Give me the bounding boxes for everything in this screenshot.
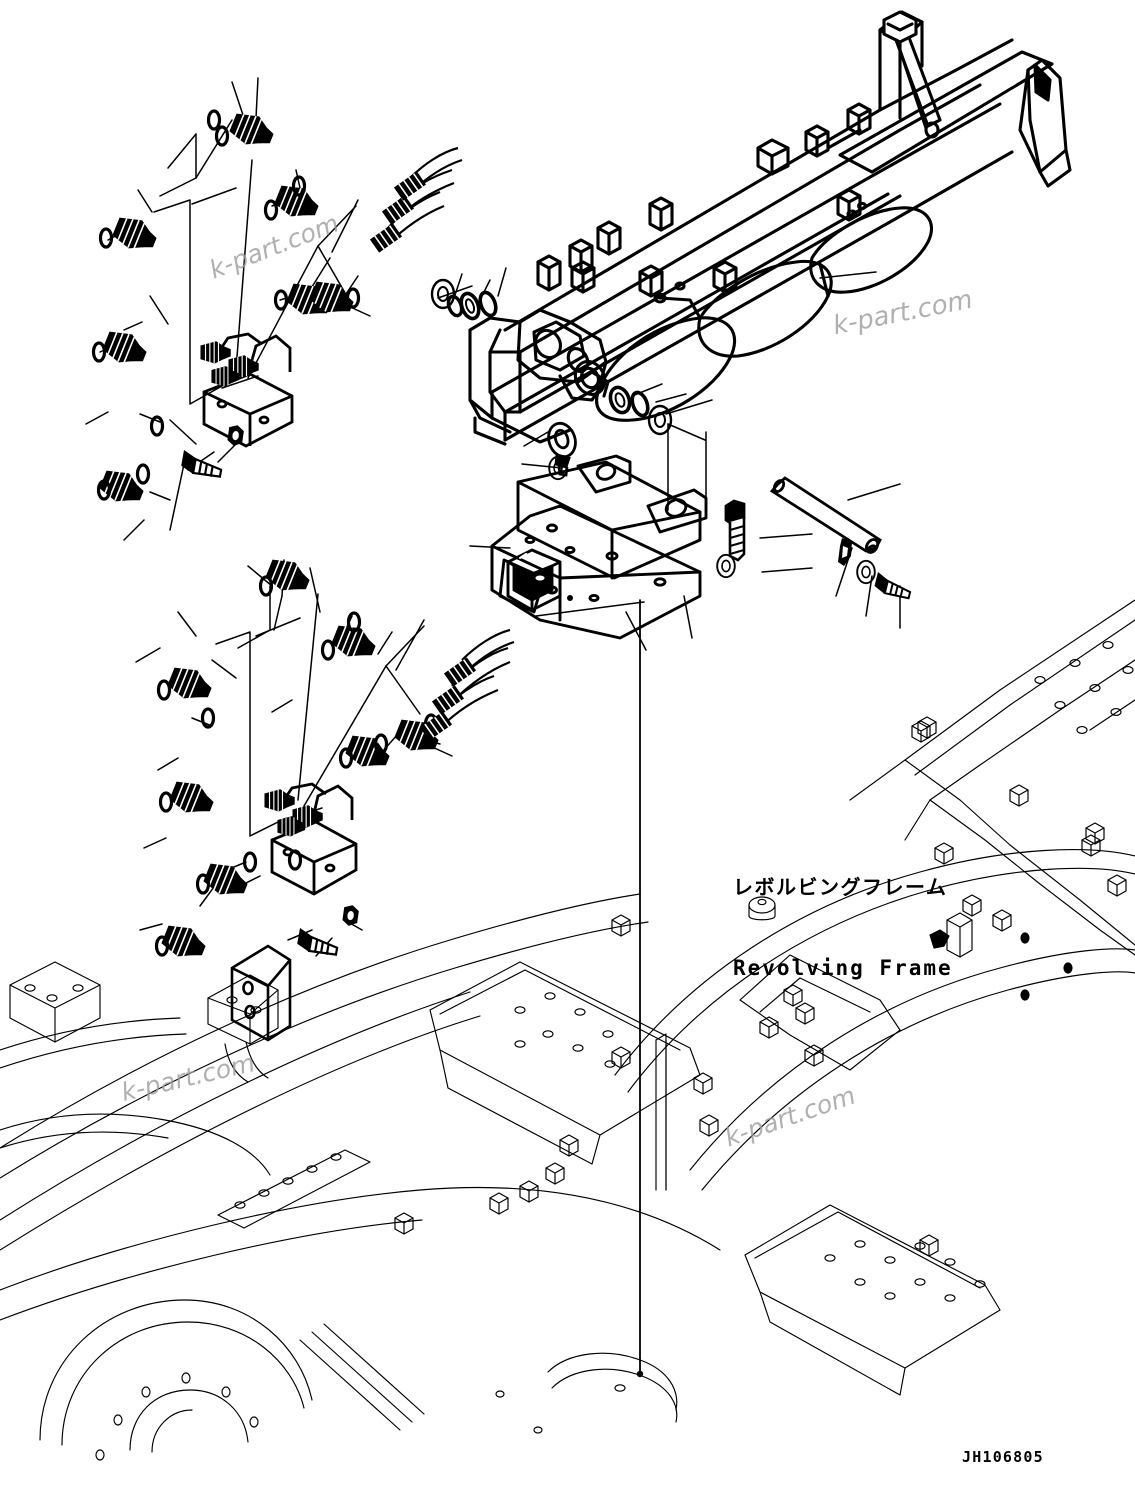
boom-arm-frame <box>468 10 1072 446</box>
revolving-frame-label: レボルビングフレーム Revolving Frame <box>733 820 953 1009</box>
revolving-frame-phantom <box>0 599 1135 1461</box>
revolving-frame-label-en: Revolving Frame <box>733 956 953 980</box>
drawing-number: JH106805 <box>962 1448 1044 1466</box>
exploded-fittings <box>91 107 914 1042</box>
center-mounting-bracket <box>490 454 708 640</box>
revolving-frame-label-jp: レボルビングフレーム <box>733 875 948 899</box>
leader-lines <box>85 77 901 1373</box>
